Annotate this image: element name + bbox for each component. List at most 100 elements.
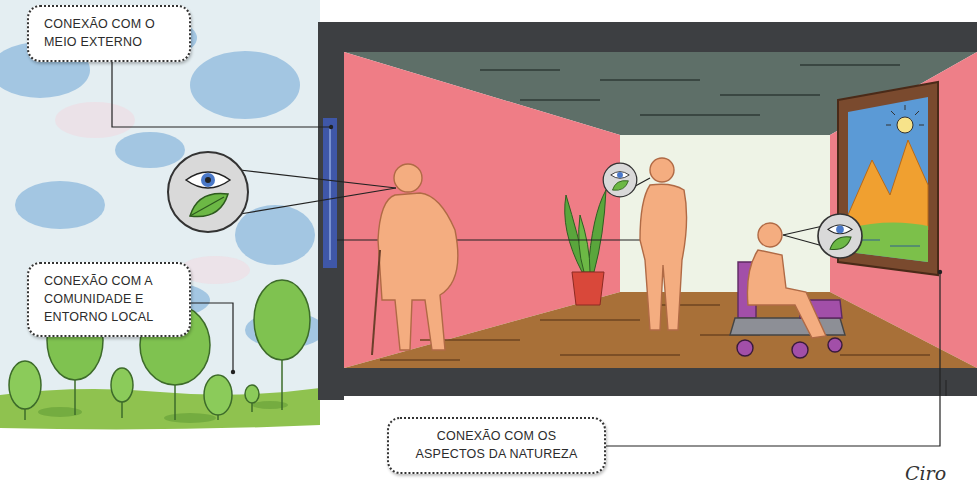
painting-part — [886, 105, 924, 125]
window-part — [329, 125, 331, 260]
callout-text: CONEXÃO COM A COMUNIDADE E ENTORNO LOCAL — [44, 272, 174, 326]
trees-part — [245, 385, 259, 403]
painting-part-part — [890, 245, 920, 246]
painting-part-part — [905, 105, 906, 110]
eye-leaf-badge-part — [830, 237, 851, 250]
people-part — [394, 164, 422, 192]
eye-leaf-badge — [818, 214, 862, 258]
people-part-part — [828, 338, 842, 352]
building-structure-part — [946, 380, 947, 396]
trees-part — [204, 375, 232, 415]
sky — [0, 0, 325, 400]
painting-part-part — [891, 111, 895, 115]
room-interior-part-part — [480, 69, 560, 70]
sky-part-part — [235, 205, 315, 265]
eye-leaf-badge — [603, 163, 637, 197]
sky-part — [55, 102, 250, 284]
eye-leaf-badge-part — [201, 173, 215, 187]
plant-part — [572, 272, 604, 305]
room-interior-part-part — [380, 359, 460, 360]
eye-leaf-badge-part — [611, 172, 629, 179]
trees-part — [111, 368, 133, 402]
window-part — [323, 118, 337, 268]
room-interior-part-part — [800, 64, 900, 65]
leader-line — [606, 272, 940, 446]
room-interior — [344, 52, 977, 368]
eye-leaf-badge-part — [612, 181, 628, 191]
eye-leaf-badge-part — [168, 152, 248, 232]
people-part — [650, 158, 674, 182]
vision-lines-part — [783, 226, 823, 235]
callout-text: CONEXÃO COM O MEIO EXTERNO — [44, 15, 174, 51]
eye-leaf-badge-part — [617, 172, 623, 178]
ground — [0, 388, 320, 429]
sky-part-part — [15, 181, 105, 229]
room-interior-part-part — [840, 354, 930, 355]
room-interior-part-part — [520, 99, 600, 100]
room-interior-part-part — [640, 114, 760, 115]
painting-part — [855, 240, 920, 246]
leader-dot — [231, 370, 235, 374]
people-part — [758, 223, 782, 247]
people-part — [747, 250, 826, 338]
eye-leaf-badge-part — [205, 177, 211, 183]
eye-leaf-badge-part — [190, 193, 228, 216]
painting-part-part — [886, 125, 891, 126]
trees-part — [254, 280, 310, 360]
building-structure-part — [318, 368, 977, 396]
sky-part-part — [55, 102, 135, 138]
people-part — [730, 318, 845, 335]
painting-part — [848, 140, 928, 232]
room-interior-part-part — [600, 79, 700, 80]
room-interior-part-part — [560, 354, 680, 355]
plant — [565, 190, 606, 305]
painting-part — [897, 117, 913, 133]
people-part — [640, 184, 687, 330]
vision-lines — [240, 170, 823, 246]
eye-leaf-badge-part — [190, 197, 224, 216]
room-interior-part-part — [540, 319, 640, 320]
ground-part-part — [164, 413, 216, 423]
sky-part — [0, 0, 320, 400]
plant-part — [579, 215, 590, 272]
callout-box: CONEXÃO COM A COMUNIDADE E ENTORNO LOCAL — [27, 262, 191, 337]
leader-dot — [938, 270, 942, 274]
eye-leaf-badge-part — [818, 214, 862, 258]
window — [323, 118, 337, 268]
leader-line — [112, 62, 331, 127]
eye-leaf-badge — [168, 152, 248, 232]
vision-lines-part — [240, 170, 396, 188]
trees-part — [9, 361, 41, 409]
people — [372, 158, 845, 358]
eye-leaf-badge-part — [186, 172, 230, 188]
callout-text: CONEXÃO COM OS ASPECTOS DA NATUREZA — [404, 427, 589, 463]
people-part — [737, 338, 842, 358]
vision-lines-part — [783, 235, 823, 246]
eye-leaf-badge-part — [828, 225, 852, 234]
sky-part-part — [115, 132, 185, 168]
people-part-part — [792, 342, 808, 358]
building-structure — [318, 22, 977, 400]
vision-lines-part — [240, 188, 396, 214]
room-interior-part-part — [720, 94, 820, 95]
leader-dot — [329, 125, 333, 129]
building-structure-part — [318, 22, 977, 52]
painting-part-part — [915, 111, 919, 115]
eye-leaf-badge-part — [836, 226, 844, 234]
callout-box: CONEXÃO COM O MEIO EXTERNO — [27, 5, 191, 62]
callout-box: CONEXÃO COM OS ASPECTOS DA NATUREZA — [387, 417, 606, 474]
people-part — [378, 193, 458, 350]
plant-part — [588, 190, 606, 272]
people-part-part — [737, 340, 753, 356]
eye-leaf-badge-part — [603, 163, 637, 197]
people-part — [372, 250, 380, 355]
trees-part — [174, 380, 176, 420]
signature: Ciro — [905, 462, 946, 484]
leader-line — [191, 303, 233, 372]
building-structure-part — [318, 22, 344, 400]
ground-part — [0, 388, 320, 429]
painting-part-part — [919, 125, 924, 126]
